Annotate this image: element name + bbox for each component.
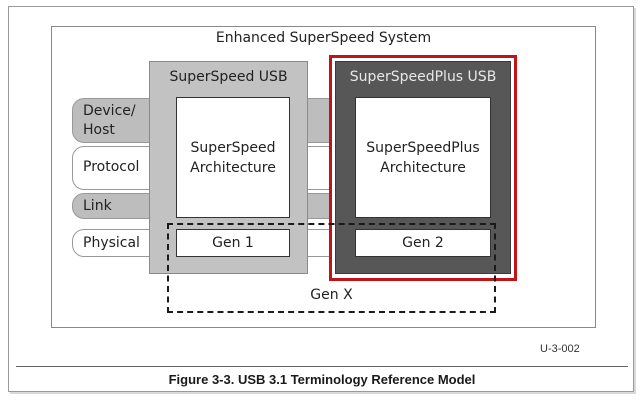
figure-caption: Figure 3-3. USB 3.1 Terminology Referenc… [168, 372, 476, 387]
genx-dashed-box [167, 223, 496, 313]
superspeedplus-architecture-line1: SuperSpeedPlus [366, 140, 480, 156]
superspeedplus-architecture-box: SuperSpeedPlus Architecture [355, 97, 491, 218]
layer-device-host-label-line1: Device/ [83, 103, 136, 119]
superspeed-architecture-box: SuperSpeed Architecture [176, 97, 290, 218]
genx-label: Gen X [310, 287, 353, 303]
superspeedplus-usb-title: SuperSpeedPlus USB [349, 69, 497, 85]
layer-physical-label: Physical [83, 235, 140, 251]
caption-divider [16, 366, 628, 367]
superspeed-usb-title: SuperSpeed USB [169, 69, 288, 85]
gen2-box: Gen 2 [355, 229, 491, 257]
layer-protocol-label: Protocol [83, 159, 140, 175]
layer-link-label: Link [83, 198, 112, 214]
superspeed-architecture-line2: Architecture [190, 160, 276, 176]
layer-device-host-label-line2: Host [83, 122, 115, 138]
superspeed-architecture-line1: SuperSpeed [190, 140, 276, 156]
superspeedplus-architecture-line2: Architecture [380, 160, 466, 176]
gen1-box: Gen 1 [176, 229, 290, 257]
system-title: Enhanced SuperSpeed System [215, 30, 432, 46]
figure-code: U-3-002 [540, 343, 580, 355]
